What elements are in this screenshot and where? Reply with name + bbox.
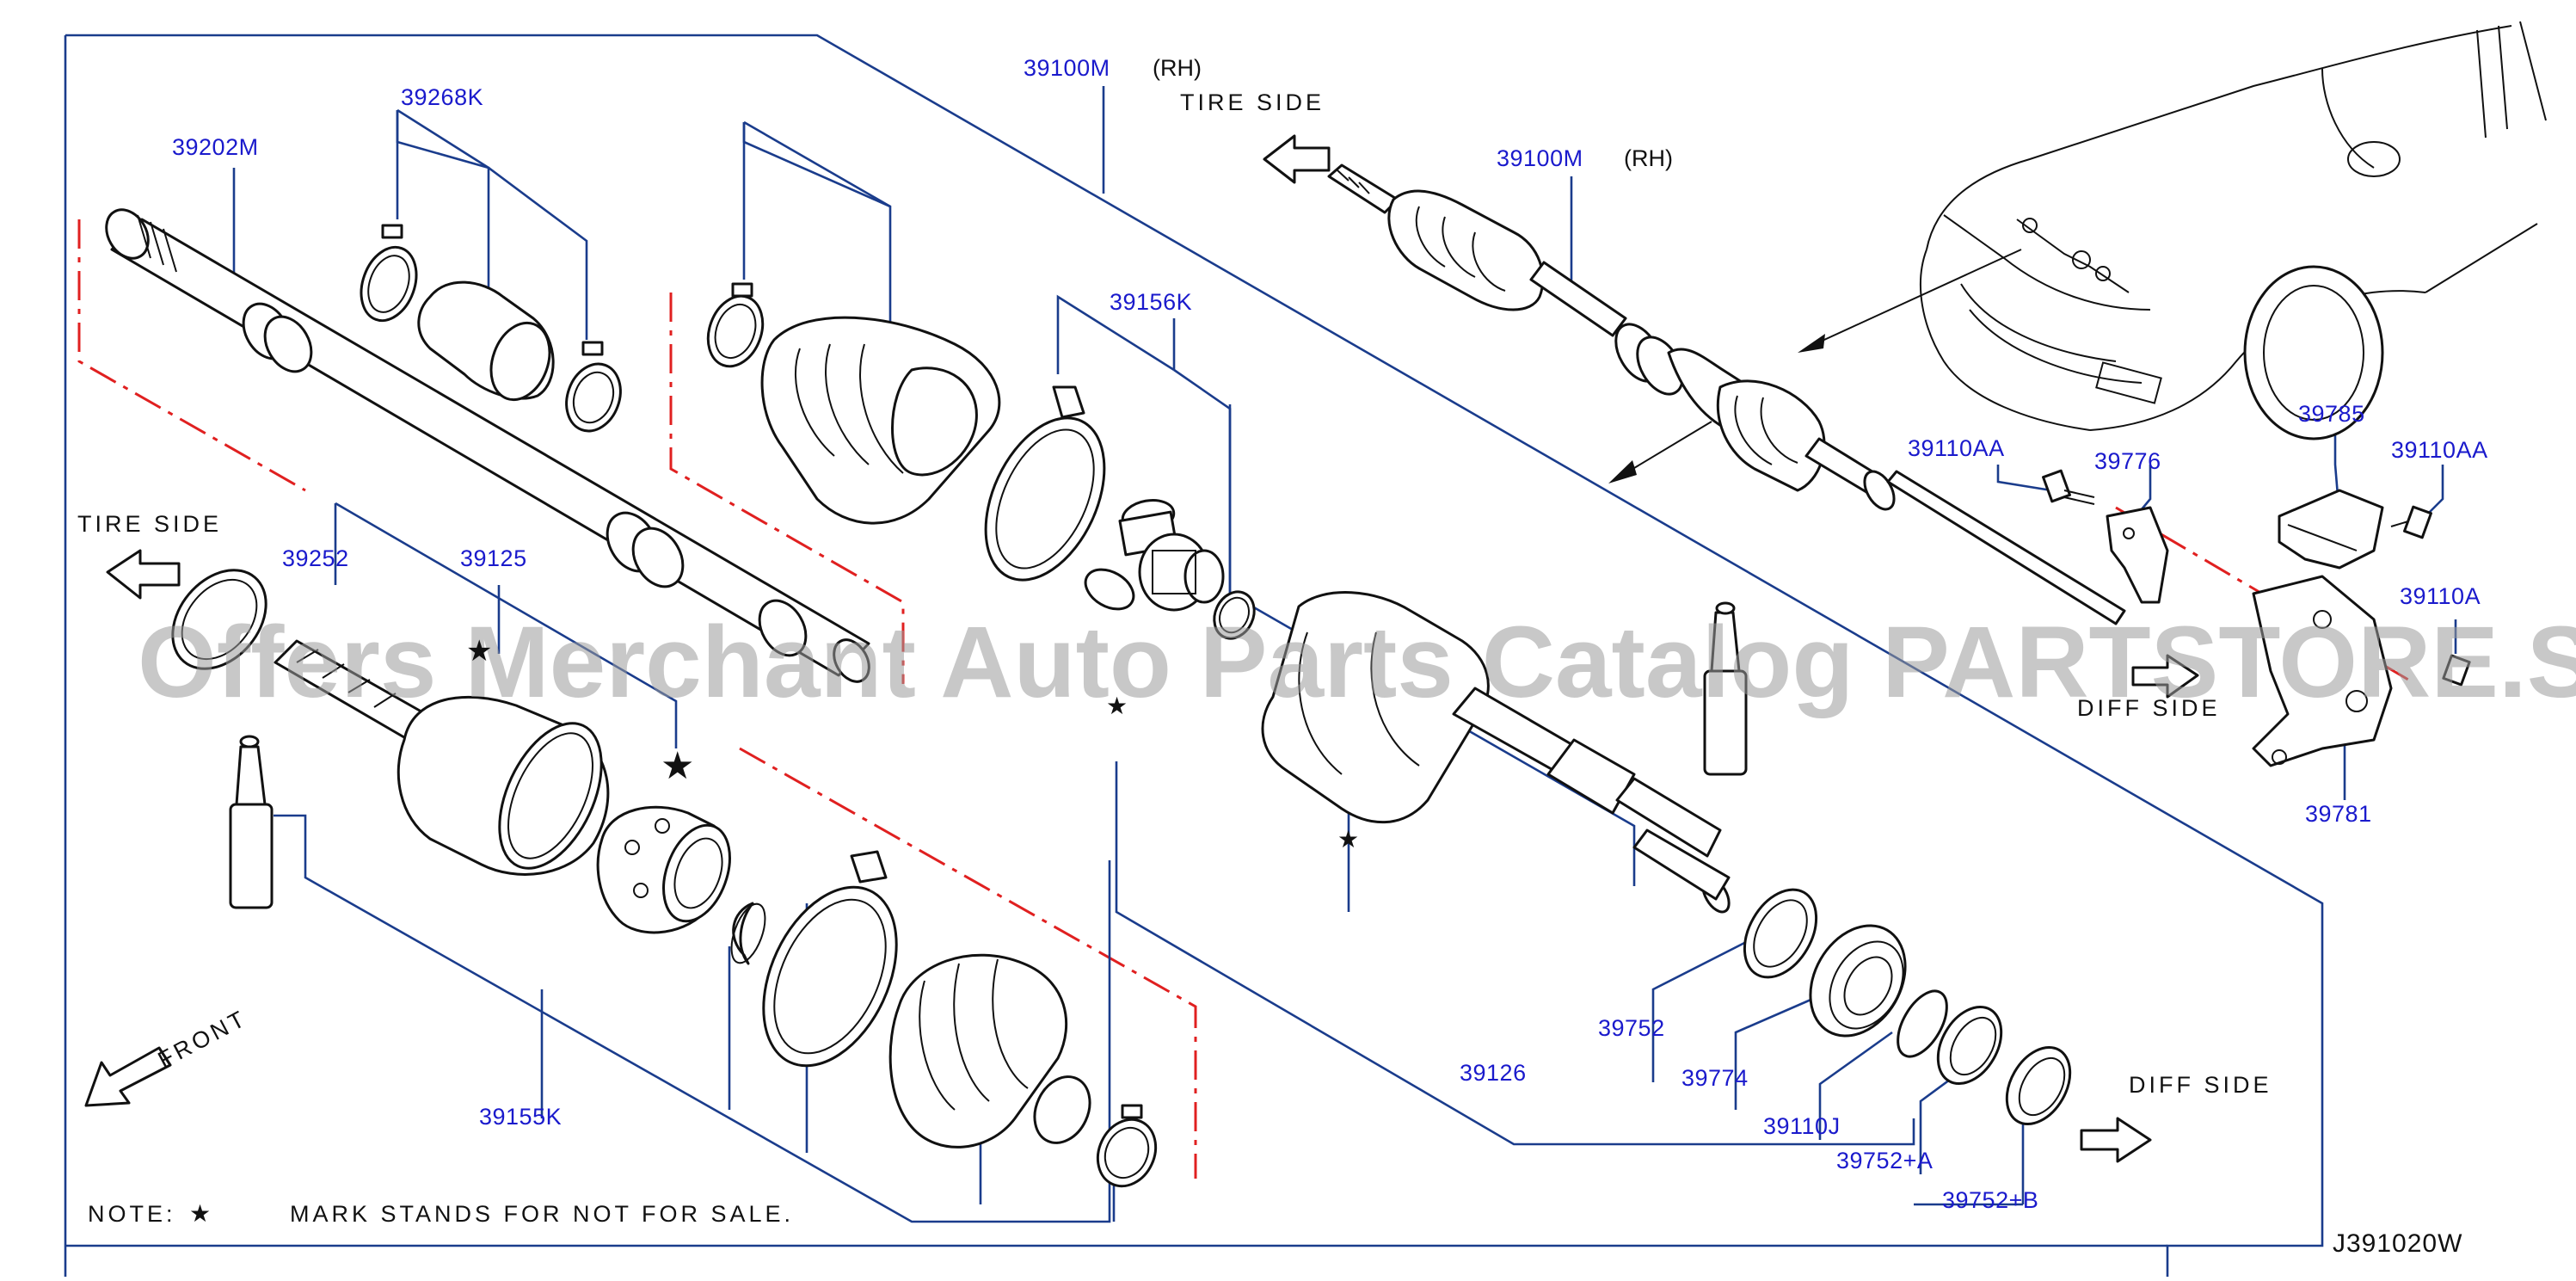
star-mark-3: ★ — [1106, 693, 1128, 719]
part-number-39752[interactable]: 39752 — [1598, 1015, 1665, 1041]
part-number-39126[interactable]: 39126 — [1460, 1060, 1527, 1086]
side-marker-rh-inset: (RH) — [1624, 145, 1673, 171]
outer-joint-39125 — [274, 639, 610, 876]
circlip-small — [730, 902, 766, 965]
drive-shaft-assembly — [1327, 163, 2126, 625]
note-text: MARK STANDS FOR NOT FOR SALE. — [290, 1201, 794, 1227]
bolt-39110a — [2442, 654, 2471, 687]
grease-tube-right — [1703, 601, 1748, 776]
note-prefix: NOTE: — [88, 1201, 176, 1227]
part-number-39776[interactable]: 39776 — [2094, 448, 2161, 474]
leader-lines — [232, 86, 2457, 1223]
boot-kit-39268k — [360, 224, 622, 433]
front-arrow — [84, 1046, 172, 1107]
bolt-39110aa-right — [2390, 505, 2432, 539]
bolt-39110aa-left — [2042, 469, 2095, 505]
bracket-39781 — [2252, 575, 2393, 767]
part-number-39752a[interactable]: 39752+A — [1836, 1148, 1933, 1173]
part-number-39785[interactable]: 39785 — [2298, 401, 2365, 427]
shaft-39202m — [105, 208, 870, 683]
bracket-39785 — [2278, 489, 2384, 570]
front-label: FRONT — [154, 1005, 252, 1074]
part-number-39110aa-right[interactable]: 39110AA — [2391, 437, 2488, 463]
red-assembly-line-1 — [77, 219, 306, 492]
seal-39752a — [1936, 1005, 2003, 1086]
seal-39752 — [1743, 888, 1818, 979]
snap-ring-39252 — [171, 569, 267, 670]
housing-39126 — [1261, 591, 1731, 914]
bearing-39774 — [1809, 924, 1907, 1038]
star-mark-1: ★ — [466, 635, 492, 668]
bearing-cage — [596, 805, 731, 934]
diff-side-arrow-bottom — [2080, 1117, 2152, 1163]
part-number-39155k[interactable]: 39155K — [479, 1104, 562, 1130]
part-number-39752b[interactable]: 39752+B — [1942, 1187, 2038, 1213]
part-number-39252[interactable]: 39252 — [282, 545, 349, 571]
boot-kit-39155k — [762, 850, 1158, 1188]
star-mark-2: ★ — [661, 745, 694, 787]
tire-side-label-left: TIRE SIDE — [77, 511, 222, 537]
snap-ring-39110j — [1897, 989, 1948, 1058]
part-number-39110a[interactable]: 39110A — [2400, 583, 2481, 609]
pointer-line — [1625, 421, 1712, 474]
part-number-39774[interactable]: 39774 — [1681, 1065, 1749, 1091]
diff-side-label-right: DIFF SIDE — [2077, 695, 2221, 721]
note-star: ★ — [189, 1200, 211, 1227]
part-number-39100m-inset[interactable]: 39100M — [1497, 145, 1583, 171]
tire-side-label-top: TIRE SIDE — [1180, 89, 1325, 115]
watermark-text: Offers Merchant Auto Parts Catalog PARTS… — [138, 606, 2576, 719]
boot-kit-39156k — [706, 282, 1256, 640]
tire-side-arrow-left — [106, 549, 181, 600]
diagram-code: J391020W — [2333, 1229, 2462, 1258]
part-number-39125[interactable]: 39125 — [460, 545, 527, 571]
part-number-39156k[interactable]: 39156K — [1110, 289, 1192, 315]
part-number-39110j[interactable]: 39110J — [1763, 1113, 1841, 1139]
vehicle-outline — [1798, 21, 2547, 440]
part-number-39781[interactable]: 39781 — [2305, 801, 2372, 827]
star-mark-4: ★ — [1337, 826, 1359, 853]
part-number-39268k[interactable]: 39268K — [401, 84, 483, 110]
pointer-arrowhead — [1608, 460, 1637, 483]
plate-39776 — [2106, 506, 2169, 604]
diff-side-label-bottom: DIFF SIDE — [2129, 1072, 2272, 1098]
diff-side-arrow-right — [2131, 654, 2199, 699]
red-assembly-line-3 — [739, 747, 1197, 1179]
seal-39752b — [2005, 1045, 2072, 1126]
part-number-39110aa-left[interactable]: 39110AA — [1908, 435, 2005, 461]
red-assembly-line-2 — [669, 293, 905, 684]
part-number-39202m[interactable]: 39202M — [172, 134, 259, 160]
side-marker-rh-main: (RH) — [1153, 55, 1202, 81]
grease-tube-left — [229, 735, 274, 909]
tripod-joint — [1084, 499, 1225, 612]
part-number-39100m-main[interactable]: 39100M — [1024, 55, 1110, 81]
tire-side-arrow-top — [1263, 134, 1331, 184]
